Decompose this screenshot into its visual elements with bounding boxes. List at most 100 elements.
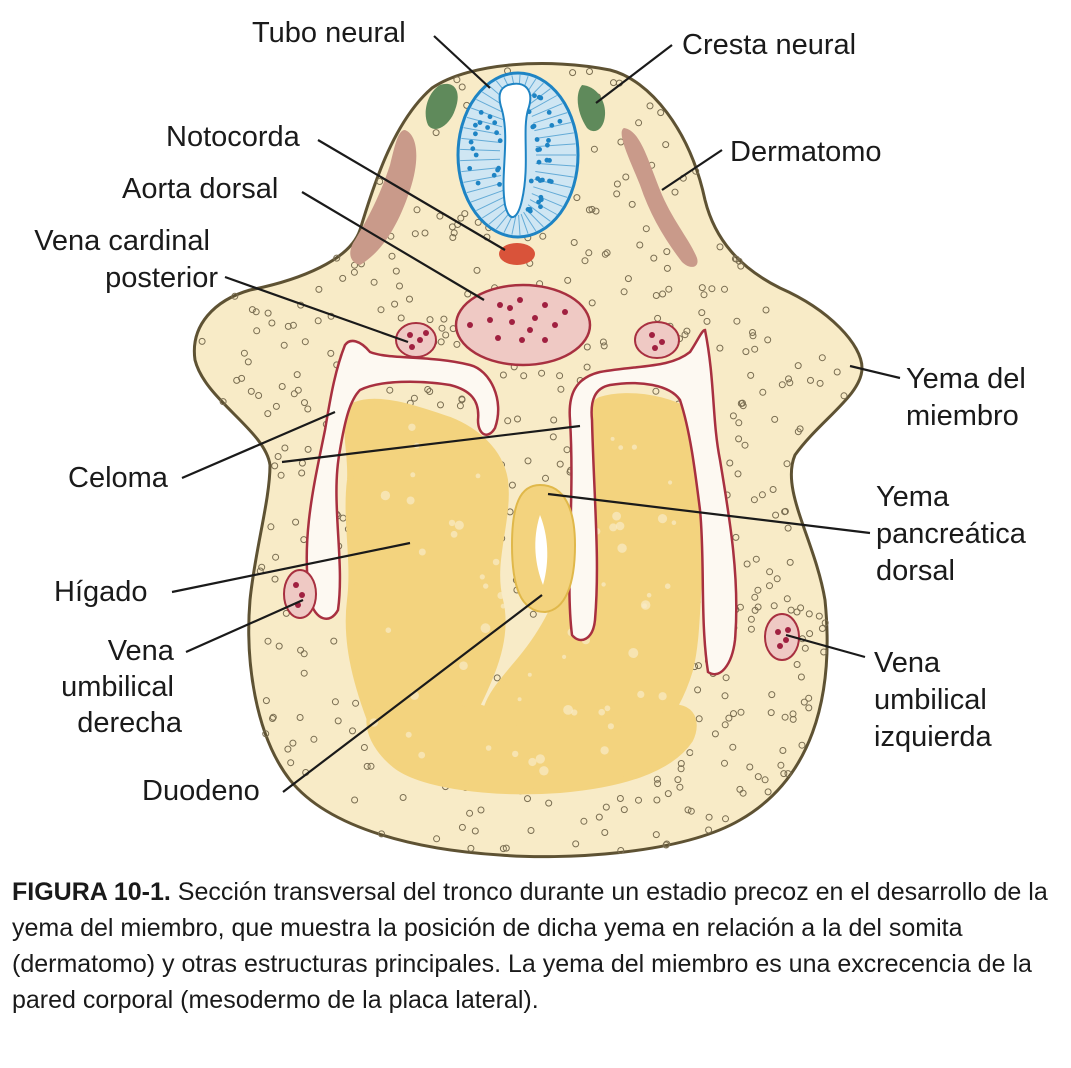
label-yema-del-miembro: Yema del miembro bbox=[906, 363, 1034, 432]
neural-cell bbox=[497, 182, 502, 187]
liver-speck bbox=[454, 520, 464, 530]
liver-speck bbox=[657, 514, 668, 524]
leader-lines bbox=[171, 35, 901, 793]
blood-cell bbox=[293, 582, 299, 588]
blood-cell bbox=[527, 327, 533, 333]
mesenchyme-cell bbox=[333, 254, 341, 262]
mesenchyme-cell bbox=[662, 141, 670, 149]
mesenchyme-cell bbox=[588, 205, 596, 213]
mesenchyme-cell bbox=[499, 845, 507, 853]
neural-cell bbox=[525, 207, 531, 212]
caption-text: Sección transversal del tronco durante u… bbox=[12, 878, 1048, 1014]
neural-striation bbox=[520, 213, 529, 234]
mesenchyme-cell bbox=[271, 462, 279, 470]
neural-striation bbox=[482, 201, 508, 219]
mesenchyme-cell bbox=[729, 743, 737, 751]
liver-speck bbox=[628, 648, 639, 658]
mesenchyme-cell bbox=[764, 788, 772, 796]
mesenchyme-cell bbox=[742, 348, 750, 356]
mesenchyme-cell bbox=[805, 694, 813, 702]
mesenchyme-cell bbox=[436, 212, 444, 220]
leader-aorta-dorsal bbox=[301, 191, 485, 301]
mesenchyme-cell bbox=[377, 306, 385, 314]
liver-speck bbox=[646, 592, 652, 598]
mesenchyme-cell bbox=[741, 441, 749, 449]
liver-speck bbox=[631, 444, 638, 450]
liver-speck bbox=[601, 582, 606, 587]
mesenchyme-cell bbox=[734, 470, 742, 478]
mesenchyme-cell bbox=[677, 765, 685, 773]
mesenchyme-cell bbox=[426, 388, 434, 395]
neural-cell bbox=[473, 122, 478, 128]
mesenchyme-cell bbox=[652, 292, 660, 299]
mesenchyme-cell bbox=[545, 799, 553, 807]
mesenchyme-cell bbox=[271, 575, 279, 583]
mesenchyme-cell bbox=[586, 68, 593, 75]
neural-striation bbox=[476, 196, 506, 212]
mesenchyme-cell bbox=[600, 342, 608, 350]
mesenchyme-cell bbox=[585, 249, 593, 257]
neural-cell bbox=[478, 110, 484, 115]
mesenchyme-cell bbox=[378, 830, 385, 838]
mesenchyme-cell bbox=[694, 686, 702, 694]
neural-striation bbox=[527, 204, 551, 222]
mesenchyme-cell bbox=[438, 324, 446, 332]
neural-striation bbox=[460, 148, 501, 152]
mesenchyme-cell bbox=[601, 250, 609, 258]
mesenchyme-cell bbox=[711, 730, 719, 738]
label-yema-pancreatica-dorsal: Yema pancreática dorsal bbox=[876, 481, 1034, 587]
mesenchyme-cell bbox=[642, 225, 650, 233]
mesenchyme-cell bbox=[457, 214, 465, 222]
mesenchyme-cell bbox=[293, 371, 301, 379]
mesenchyme-cell bbox=[244, 358, 252, 366]
neural-cell bbox=[538, 204, 543, 210]
blood-cell bbox=[783, 637, 789, 643]
mesenchyme-cell bbox=[556, 372, 564, 380]
mesenchyme-cell bbox=[240, 349, 248, 357]
mesenchyme-cell bbox=[274, 453, 282, 460]
liver-speck bbox=[539, 766, 549, 776]
mesenchyme-cell bbox=[695, 715, 703, 723]
mesenchyme-cell bbox=[820, 648, 828, 656]
mesenchyme-cell bbox=[527, 827, 535, 834]
mesenchyme-cell bbox=[252, 308, 260, 316]
neural-striation bbox=[535, 162, 576, 167]
mesenchyme-cell bbox=[783, 460, 791, 468]
mesenchyme-cell bbox=[766, 582, 773, 590]
leader-vena-umbilical-derecha bbox=[185, 598, 304, 654]
mesenchyme-cell bbox=[219, 398, 227, 406]
mesenchyme-cell bbox=[785, 375, 792, 383]
leader-celoma bbox=[181, 410, 581, 480]
mesenchyme-cell bbox=[253, 327, 261, 335]
mesenchyme-cell bbox=[729, 412, 737, 420]
neural-striation bbox=[461, 167, 501, 173]
mesenchyme-cell bbox=[569, 69, 577, 77]
mesenchyme-cell bbox=[272, 402, 280, 410]
neural-cell bbox=[530, 124, 536, 130]
mesenchyme-cell bbox=[635, 796, 642, 804]
mesenchyme-cell bbox=[779, 747, 787, 754]
neural-striation bbox=[460, 158, 501, 162]
liver-speck bbox=[609, 523, 618, 532]
mesenchyme-cell bbox=[797, 604, 805, 612]
liver-speck bbox=[604, 705, 611, 712]
mesenchyme-cell bbox=[258, 563, 266, 571]
mesenchyme-cell bbox=[754, 773, 762, 781]
liver-speck bbox=[563, 705, 573, 715]
liver-speck bbox=[664, 583, 671, 589]
liver-speck bbox=[668, 480, 673, 485]
liver-speck bbox=[617, 543, 627, 553]
mesenchyme-cell bbox=[738, 399, 746, 407]
mesenchyme-cell bbox=[698, 309, 706, 317]
neural-cell bbox=[473, 131, 478, 137]
leader-dermatomo bbox=[661, 149, 723, 191]
mesenchyme-cell bbox=[330, 637, 338, 645]
label-vena-cardinal-posterior: Vena cardinal posterior bbox=[34, 225, 218, 294]
mesenchyme-cell bbox=[754, 586, 762, 594]
neural-striation bbox=[466, 182, 503, 194]
mesenchyme-cell bbox=[687, 807, 695, 815]
mesenchyme-cell bbox=[665, 285, 673, 293]
mesenchyme-cell bbox=[762, 306, 770, 314]
mesenchyme-cell bbox=[772, 511, 780, 519]
liver-speck bbox=[658, 692, 667, 701]
